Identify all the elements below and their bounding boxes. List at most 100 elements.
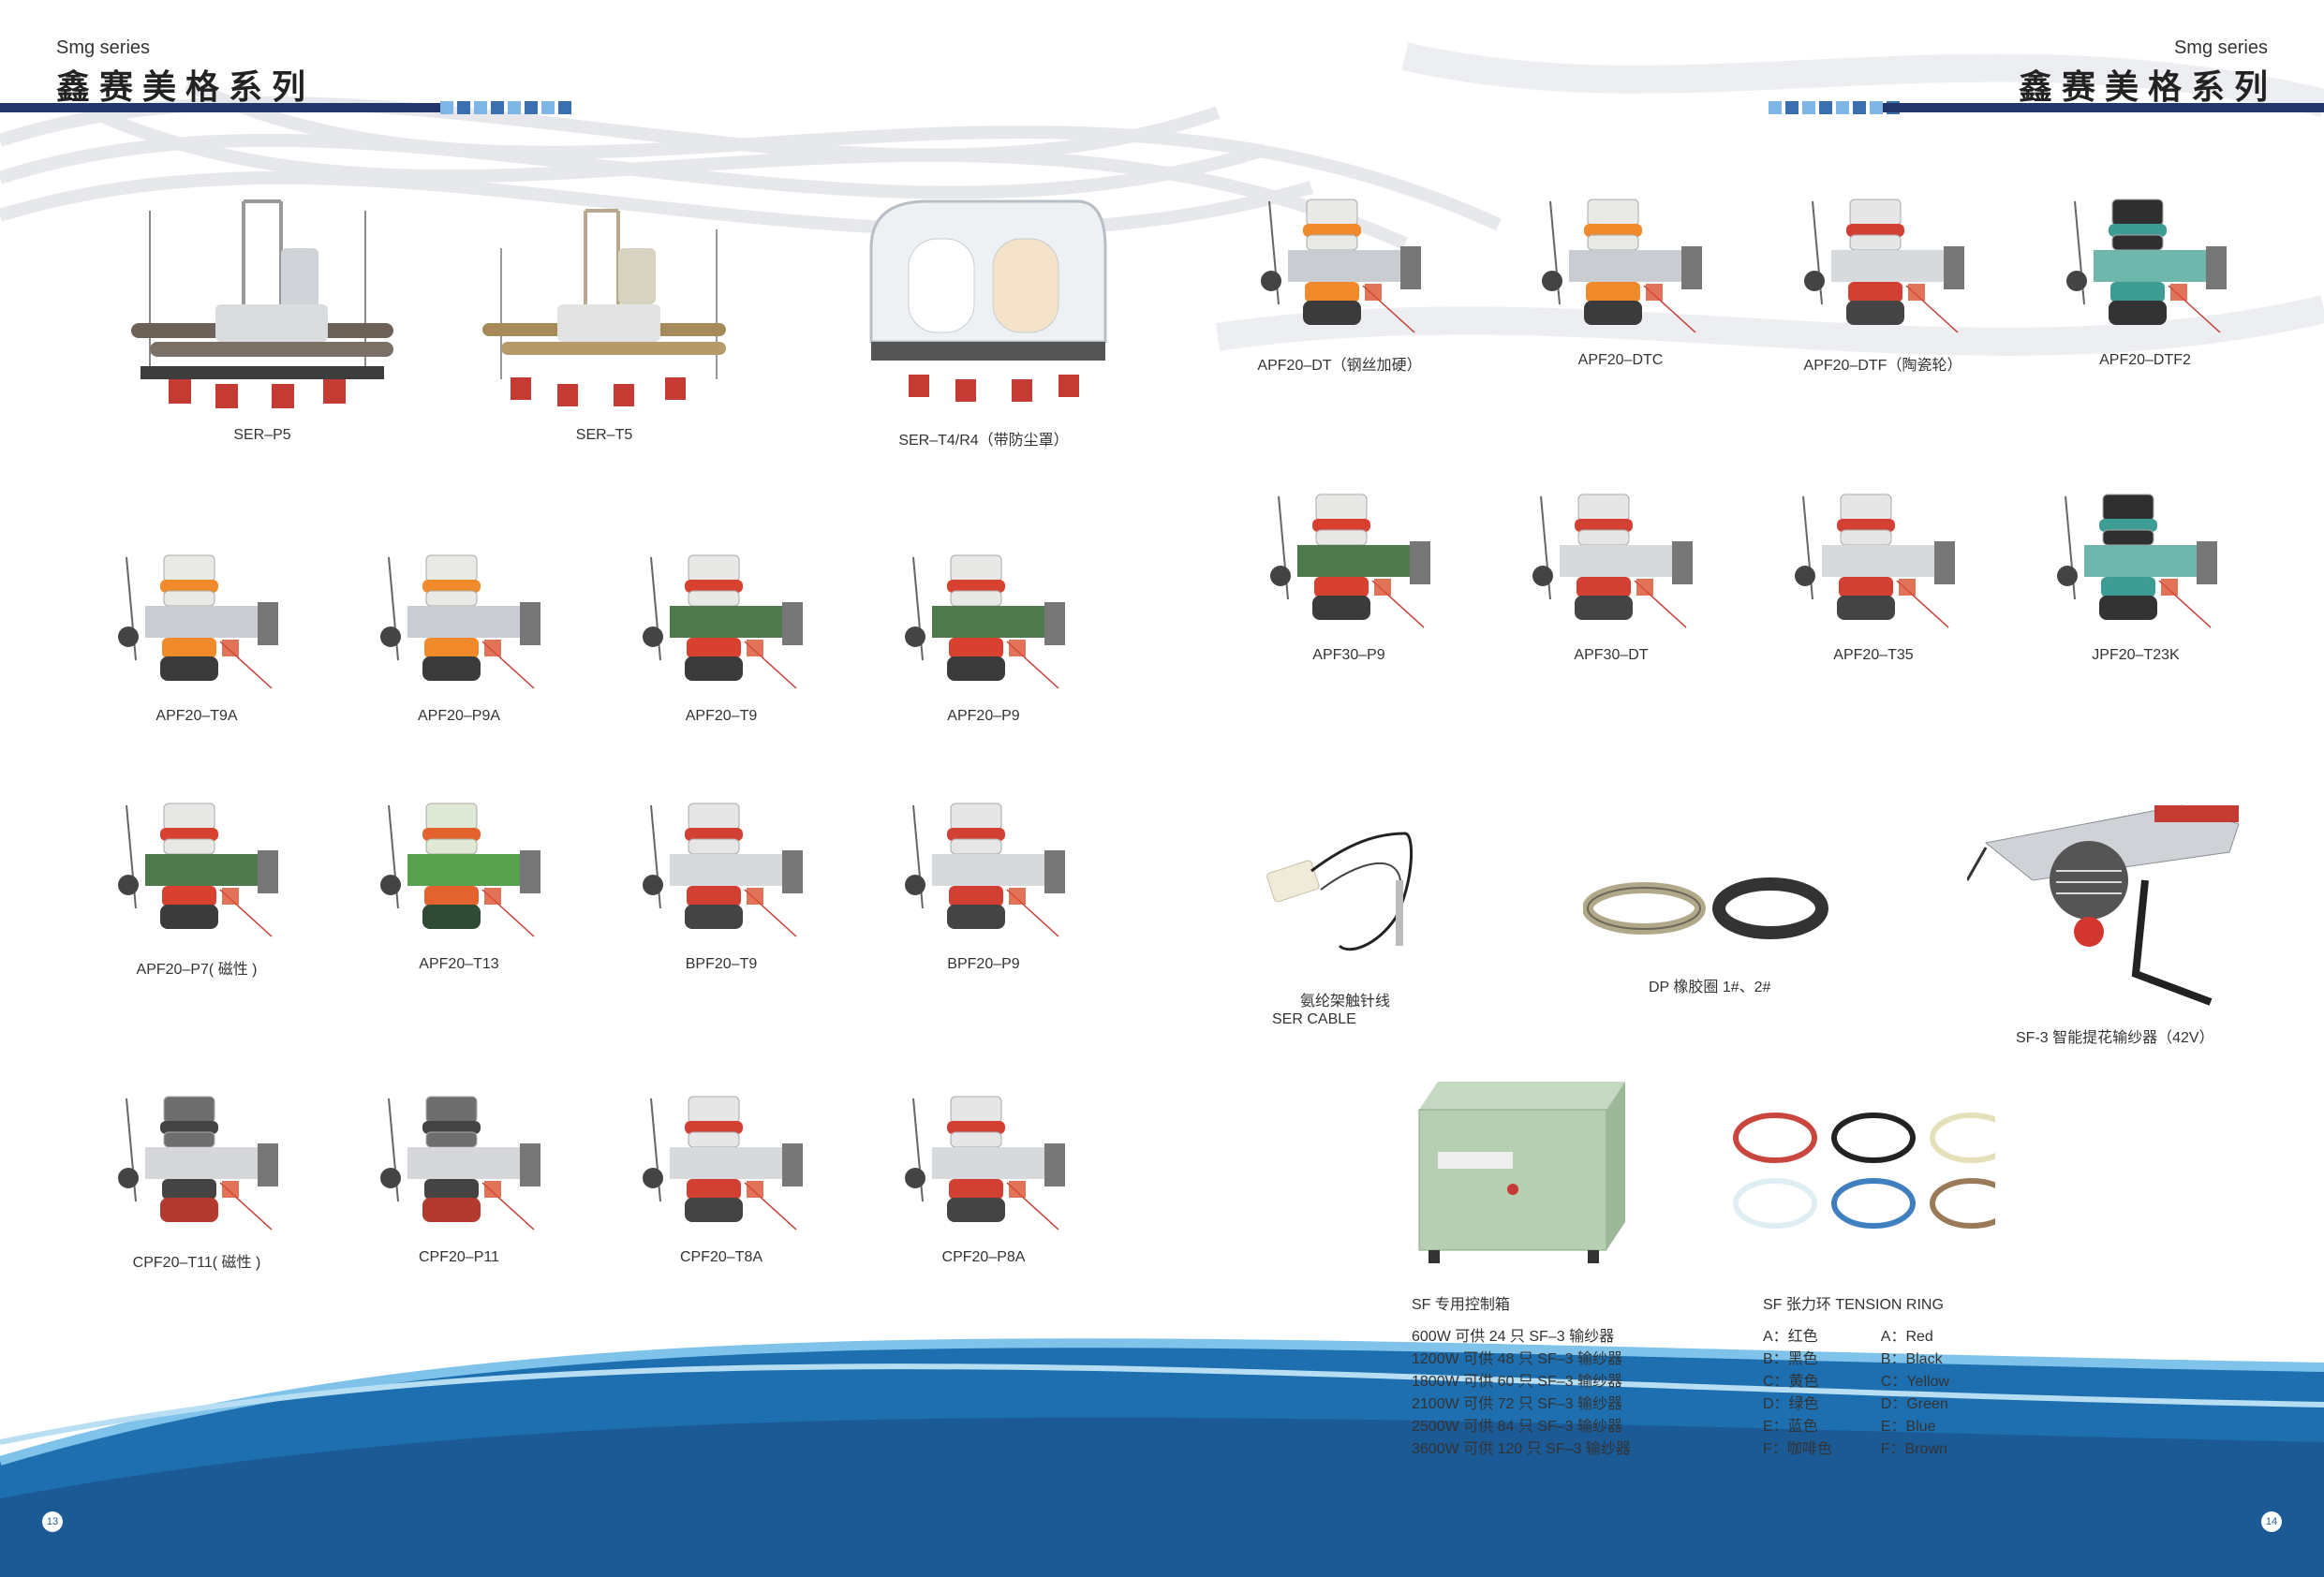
color-en: A：Red xyxy=(1880,1329,1933,1345)
product-label: APF20–DTF（陶瓷轮） xyxy=(1803,358,1962,374)
yarn-feeder-image xyxy=(370,796,548,951)
yarn-feeder-image xyxy=(1784,487,1962,641)
product-ser-t4-r4: SER–T4/R4（带防尘罩） xyxy=(824,192,1143,450)
sf3-feeder-image xyxy=(1965,768,2248,1016)
yarn-feeder-image xyxy=(1251,192,1428,346)
header-stripes-left xyxy=(440,101,571,114)
product-apf20-t13: APF20–T13 xyxy=(365,796,553,973)
color-cn: D：绿色 xyxy=(1763,1396,1819,1412)
color-cn: A：红色 xyxy=(1763,1329,1818,1345)
product-label: APF20–DTF2 xyxy=(2099,352,2191,368)
yarn-feeder-image xyxy=(895,548,1073,702)
series-label-left: Smg series xyxy=(56,37,151,58)
tension-rings-image xyxy=(1733,1113,1995,1229)
product-label: APF20–DT（钢丝加硬） xyxy=(1257,358,1422,374)
control-box-image xyxy=(1400,1072,1625,1274)
product-label: CPF20–T8A xyxy=(679,1249,763,1265)
series-label-right: Smg series xyxy=(2173,37,2268,58)
spec-line: 3600W 可供 120 只 SF–3 输纱器 xyxy=(1412,1441,1631,1457)
header-stripes-right xyxy=(1769,101,1900,114)
color-cn: B：黑色 xyxy=(1763,1351,1818,1367)
product-apf20-t9: APF20–T9 xyxy=(628,548,815,725)
yarn-feeder-image xyxy=(108,796,286,951)
ser-feeder-image xyxy=(482,209,726,406)
yarn-feeder-image xyxy=(370,1089,548,1244)
product-apf20-dtf2: APF20–DTF2 xyxy=(2033,192,2257,369)
color-list-en: A：Red B：Black C：Yellow D：Green E：Blue F：… xyxy=(1881,1326,1949,1461)
yarn-feeder-image xyxy=(1794,192,1972,346)
product-cpf20-p8a: CPF20–P8A xyxy=(890,1089,1077,1266)
page-number-right: 14 xyxy=(2261,1511,2282,1532)
page-number-left: 13 xyxy=(42,1511,63,1532)
product-apf20-p9: APF20–P9 xyxy=(890,548,1077,725)
ser-feeder-image xyxy=(131,199,393,408)
yarn-feeder-image xyxy=(632,1089,810,1244)
yarn-feeder-image xyxy=(895,1089,1073,1244)
product-label: APF30–DT xyxy=(1574,647,1649,663)
color-en: C：Yellow xyxy=(1880,1374,1950,1390)
yarn-feeder-image xyxy=(108,1089,286,1244)
product-cpf20-t11-: CPF20–T11( 磁性 ) xyxy=(103,1089,290,1272)
product-label: SER–P5 xyxy=(233,427,291,443)
spec-line: 1200W 可供 48 只 SF–3 输纱器 xyxy=(1412,1351,1622,1367)
control-box-specs: SF 专用控制箱 600W 可供 24 只 SF–3 输纱器 1200W 可供 … xyxy=(1412,1294,1631,1461)
product-ser-p5: SER–P5 xyxy=(112,192,412,444)
yarn-feeder-image xyxy=(370,548,548,702)
color-list-cn: A：红色 B：黑色 C：黄色 D：绿色 E：蓝色 F：咖啡色 xyxy=(1763,1326,1832,1461)
product-cpf20-p11: CPF20–P11 xyxy=(365,1089,553,1266)
color-cn: F：咖啡色 xyxy=(1763,1441,1832,1457)
product-label: APF20–T13 xyxy=(419,956,499,972)
product-jpf20-t23k: JPF20–T23K xyxy=(2023,487,2248,664)
tension-ring xyxy=(1733,1178,1817,1229)
spec-line: 2500W 可供 84 只 SF–3 输纱器 xyxy=(1412,1419,1622,1435)
product-label: APF30–P9 xyxy=(1312,647,1385,663)
product-label: APF20–P9A xyxy=(417,708,501,724)
yarn-feeder-image xyxy=(108,548,286,702)
product-label: BPF20–P9 xyxy=(947,956,1020,972)
product-label: APF20–T9A xyxy=(155,708,238,724)
yarn-feeder-image xyxy=(1522,487,1700,641)
tension-ring-specs: SF 张力环 TENSION RING A：红色 B：黑色 C：黄色 D：绿色 … xyxy=(1763,1294,1949,1461)
product-label: APF20–DTC xyxy=(1577,352,1664,368)
product-label: APF20–T35 xyxy=(1833,647,1914,663)
control-box-title: SF 专用控制箱 xyxy=(1412,1297,1510,1313)
yarn-feeder-image xyxy=(632,548,810,702)
yarn-feeder-image xyxy=(1260,487,1438,641)
rubber-belts-image xyxy=(1582,876,1836,946)
product-label: APF20–P7( 磁性 ) xyxy=(136,962,258,978)
product-apf20-p7-: APF20–P7( 磁性 ) xyxy=(103,796,290,979)
series-title-left: 鑫赛美格系列 xyxy=(56,67,316,107)
ser-cable-image xyxy=(1265,824,1424,965)
yarn-feeder-image xyxy=(632,796,810,951)
product-cpf20-t8a: CPF20–T8A xyxy=(628,1089,815,1266)
product-bpf20-t9: BPF20–T9 xyxy=(628,796,815,973)
tension-ring xyxy=(1930,1113,1995,1163)
spec-line: 2100W 可供 72 只 SF–3 输纱器 xyxy=(1412,1396,1622,1412)
color-en: D：Green xyxy=(1880,1396,1948,1412)
yarn-feeder-image xyxy=(895,796,1073,951)
product-label: SER–T5 xyxy=(575,427,633,443)
yarn-feeder-image xyxy=(2047,487,2225,641)
spec-line: 1800W 可供 60 只 SF–3 输纱器 xyxy=(1412,1374,1622,1390)
header-bar-right xyxy=(1883,103,2324,112)
product-label: JPF20–T23K xyxy=(2092,647,2180,663)
color-en: F：Brown xyxy=(1880,1441,1947,1457)
tension-ring xyxy=(1930,1178,1995,1229)
product-apf20-dtf-: APF20–DTF（陶瓷轮） xyxy=(1770,192,1995,375)
color-en: B：Black xyxy=(1880,1351,1943,1367)
sf3-label: SF-3 智能提花输纱器（42V） xyxy=(2016,1030,2214,1046)
product-label: APF20–P9 xyxy=(947,708,1020,724)
tension-ring-title: SF 张力环 TENSION RING xyxy=(1763,1297,1944,1313)
product-label: CPF20–P11 xyxy=(419,1249,499,1265)
color-en: E：Blue xyxy=(1880,1419,1936,1435)
yarn-feeder-image xyxy=(1532,192,1710,346)
belts-label: DP 橡胶圈 1#、2# xyxy=(1649,980,1771,995)
product-apf20-dt-: APF20–DT（钢丝加硬） xyxy=(1227,192,1452,375)
product-apf20-t35: APF20–T35 xyxy=(1761,487,1986,664)
product-apf30-dt: APF30–DT xyxy=(1499,487,1724,664)
product-label: APF20–T9 xyxy=(685,708,758,724)
color-cn: C：黄色 xyxy=(1763,1374,1819,1390)
product-label: CPF20–T11( 磁性 ) xyxy=(132,1255,261,1271)
color-cn: E：蓝色 xyxy=(1763,1419,1818,1435)
